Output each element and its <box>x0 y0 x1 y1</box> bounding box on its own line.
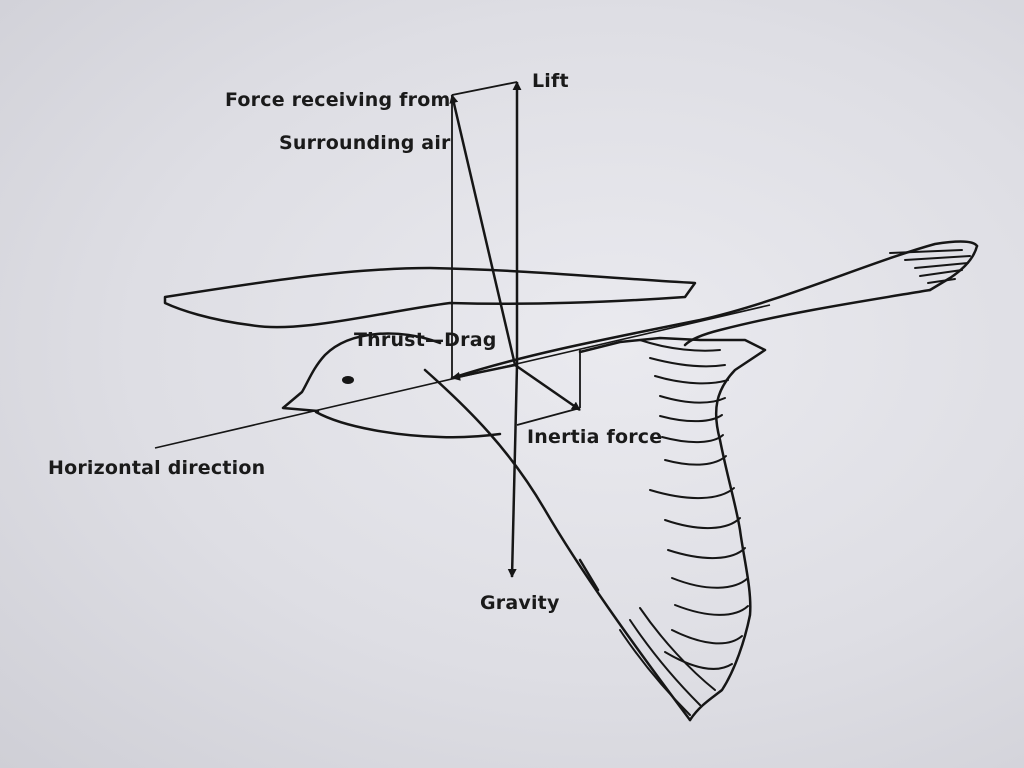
gravity-label: Gravity <box>480 592 560 614</box>
tail-feathers <box>889 249 971 284</box>
construction-line-bottom <box>516 407 581 426</box>
thrust-drag-label: Thrust—Drag <box>354 329 497 351</box>
horizontal-direction-label: Horizontal direction <box>48 457 266 479</box>
far-wing <box>163 266 697 329</box>
tail-underside <box>683 288 932 347</box>
near-wing-leading-edge <box>423 368 692 722</box>
bird-back <box>450 240 979 380</box>
inertia-force-arrow <box>514 363 581 412</box>
force-diagram <box>154 81 771 578</box>
air-force-arrow <box>449 94 517 366</box>
tail-tip <box>928 244 979 292</box>
thrust-drag-arrow <box>451 363 516 381</box>
bird-belly <box>314 410 502 439</box>
air-force-label-line2: Surrounding air <box>279 132 451 154</box>
bird-illustration <box>163 240 979 722</box>
wing-feathers <box>619 339 749 716</box>
inertia-force-label: Inertia force <box>527 426 663 448</box>
construction-line-top <box>451 81 518 96</box>
wing-notch <box>578 558 600 592</box>
bird-head <box>281 332 442 413</box>
lift-label: Lift <box>532 70 569 92</box>
air-force-label-line1: Force receiving from <box>225 89 451 111</box>
near-wing-front <box>578 336 767 722</box>
bird-eye <box>342 376 354 384</box>
gravity-arrow <box>507 364 519 578</box>
